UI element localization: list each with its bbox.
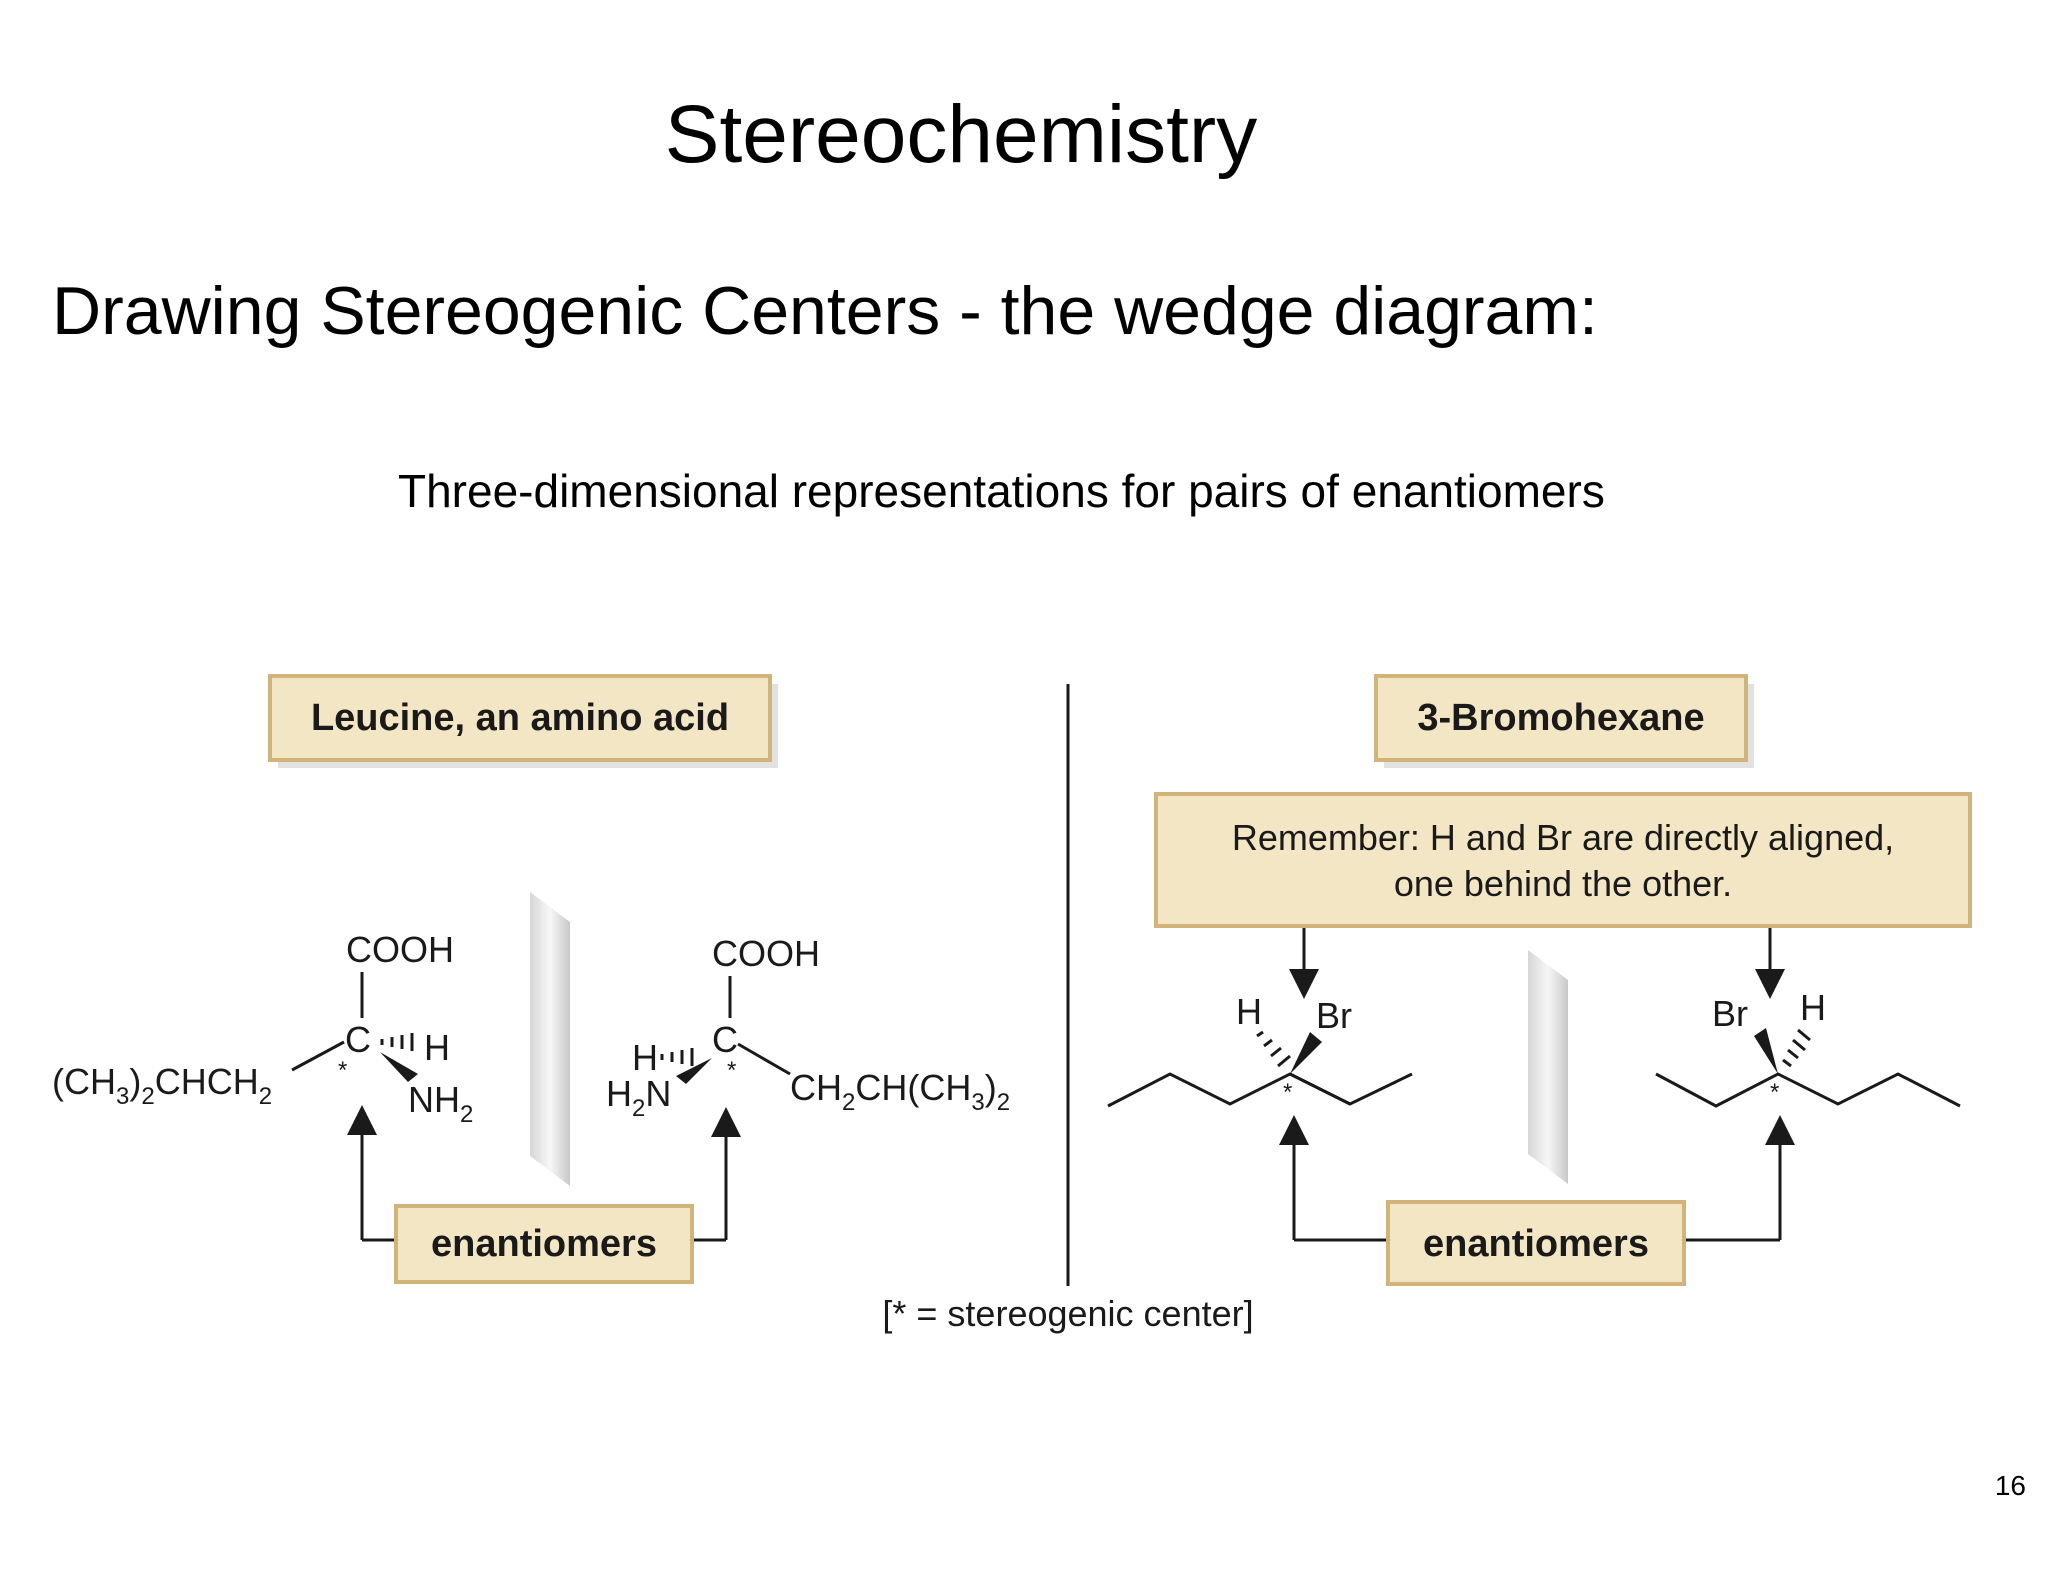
hashed-bond — [660, 1048, 694, 1066]
wedge-bond — [1754, 1028, 1778, 1074]
wedge-group: Br — [1712, 993, 1748, 1034]
leucine-right-molecule: COOH C * H H2N CH2CH(CH3)2 — [606, 933, 1010, 1122]
reminder-note-line2: one behind the other. — [1394, 863, 1732, 904]
leucine-left-molecule: COOH C * (CH3)2CHCH2 H — [52, 929, 473, 1128]
slide-title: Stereochemistry — [664, 89, 1258, 180]
leucine-enantiomers-label: enantiomers — [431, 1223, 657, 1265]
hashed-group: H — [1800, 987, 1826, 1028]
wedge-group: H2N — [606, 1073, 671, 1122]
leucine-label-box — [268, 674, 772, 762]
bromohexane-right-molecule: Br H * — [1655, 987, 1961, 1108]
mirror-plane-right — [1528, 950, 1568, 1184]
side-chain: CH2CH(CH3)2 — [790, 1067, 1010, 1116]
slide-heading: Drawing Stereogenic Centers - the wedge … — [52, 273, 1598, 349]
top-group: COOH — [712, 933, 820, 974]
enantiomer-figure: Leucine, an amino acid COOH C * (CH3)2CH… — [52, 674, 1972, 1334]
top-group: COOH — [346, 929, 454, 970]
bromohexane-label: 3-Bromohexane — [1417, 697, 1704, 739]
stereo-center-star: * — [727, 1057, 736, 1084]
wedge-group: NH2 — [408, 1079, 473, 1128]
leucine-panel: Leucine, an amino acid COOH C * (CH3)2CH… — [52, 674, 1010, 1284]
bromohexane-enantiomers-label: enantiomers — [1423, 1223, 1649, 1265]
stereo-center-star: * — [1283, 1079, 1292, 1106]
hashed-group: H — [632, 1037, 658, 1078]
hashed-bond — [1782, 1028, 1811, 1068]
stereo-center-star: * — [1770, 1079, 1779, 1106]
hashed-bond — [380, 1033, 414, 1051]
stereo-center-atom: C — [345, 1019, 371, 1060]
hashed-group: H — [424, 1027, 450, 1068]
slide-subheading: Three-dimensional representations for pa… — [398, 465, 1605, 517]
leucine-label: Leucine, an amino acid — [311, 697, 729, 739]
reminder-note-box — [1154, 792, 1972, 928]
wedge-bond — [380, 1052, 418, 1082]
stereo-legend: [* = stereogenic center] — [882, 1293, 1253, 1334]
bromohexane-enantiomers-box — [1386, 1200, 1686, 1286]
hashed-group: H — [1236, 991, 1262, 1032]
bromohexane-enantiomers-connector: enantiomers — [1279, 1115, 1795, 1286]
wedge-bond — [676, 1058, 712, 1084]
reminder-note-line1: Remember: H and Br are directly aligned, — [1232, 817, 1894, 858]
stereo-center-star: * — [338, 1057, 347, 1084]
mirror-plane-left — [530, 892, 570, 1186]
slide-number: 16 — [1994, 1470, 2026, 1501]
bromohexane-left-molecule: H Br * — [1107, 991, 1413, 1108]
leucine-enantiomers-box — [394, 1204, 694, 1284]
side-chain: (CH3)2CHCH2 — [52, 1061, 272, 1110]
hashed-bond — [1256, 1030, 1291, 1068]
stereo-center-atom: C — [712, 1019, 738, 1060]
bromohexane-label-box — [1374, 674, 1748, 762]
bromohexane-panel: 3-Bromohexane Remember: H and Br are dir… — [1107, 674, 1972, 1286]
wedge-group: Br — [1316, 995, 1352, 1036]
wedge-bond — [1290, 1032, 1322, 1074]
leucine-enantiomers-connector: enantiomers — [347, 1105, 741, 1284]
